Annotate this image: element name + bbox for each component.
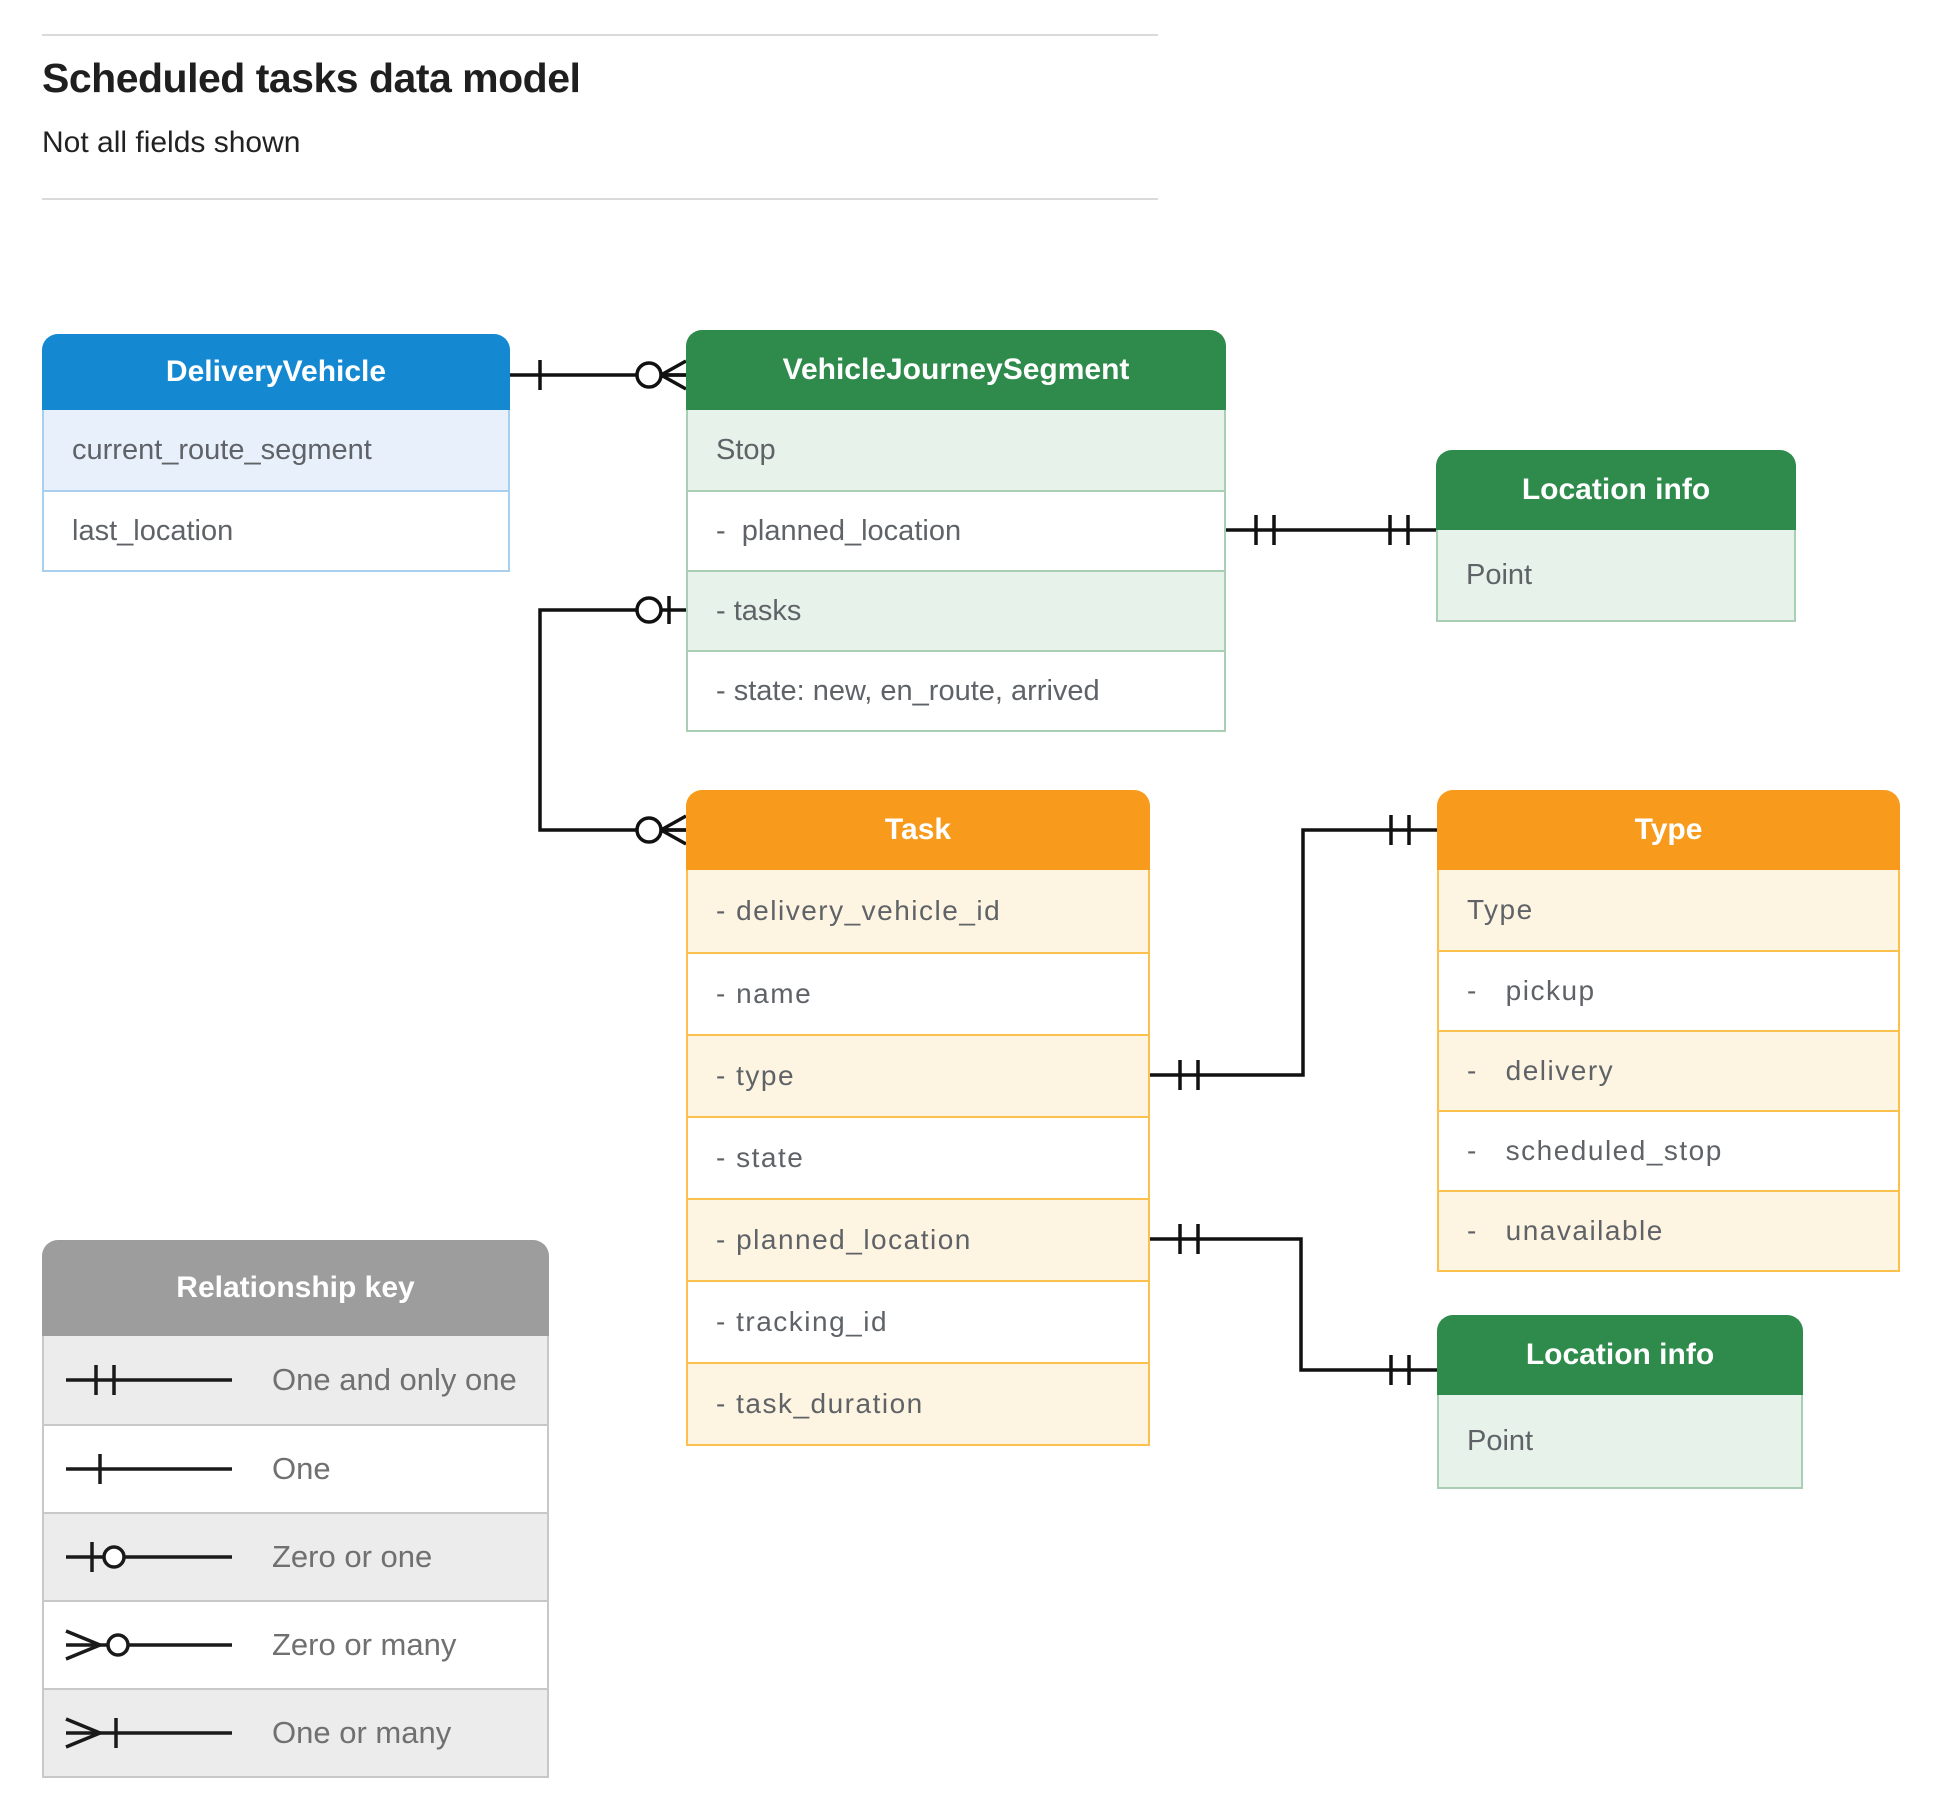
- field-label: - state: [716, 1142, 805, 1173]
- entity-card-location-info-top: Location info Point: [1436, 450, 1796, 622]
- one-icon: [66, 1454, 232, 1484]
- field-row: - planned_location: [688, 490, 1224, 570]
- entity-header-location-info-bottom: Location info: [1437, 1315, 1803, 1395]
- legend-body: One and only one One Zero or one Zero or…: [42, 1336, 549, 1778]
- field-label: - planned_location: [716, 514, 962, 547]
- field-label: - unavailable: [1467, 1215, 1664, 1246]
- connector-segment-locationinfo: [1226, 515, 1436, 545]
- relationship-key-card: Relationship key One and only one One Ze…: [42, 1240, 549, 1778]
- top-divider: [42, 34, 1158, 36]
- entity-card-type: Type Type - pickup - delivery - schedule…: [1437, 790, 1900, 1272]
- entity-header-task: Task: [686, 790, 1150, 870]
- legend-item: One and only one: [44, 1336, 547, 1424]
- legend-label: One: [272, 1451, 331, 1486]
- entity-header-type: Type: [1437, 790, 1900, 870]
- field-label: - type: [716, 1060, 796, 1091]
- legend-item: Zero or one: [44, 1512, 547, 1600]
- entity-card-delivery-vehicle: DeliveryVehicle current_route_segment la…: [42, 334, 510, 572]
- entity-body: Point: [1436, 530, 1796, 622]
- field-label: - tasks: [716, 594, 802, 627]
- field-row: - type: [688, 1034, 1148, 1116]
- entity-body: Type - pickup - delivery - scheduled_sto…: [1437, 870, 1900, 1272]
- entity-title: DeliveryVehicle: [165, 355, 387, 388]
- one-and-only-one-icon: [66, 1365, 232, 1395]
- field-row: - task_duration: [688, 1362, 1148, 1444]
- field-row: - name: [688, 952, 1148, 1034]
- entity-card-location-info-bottom: Location info Point: [1437, 1315, 1803, 1489]
- legend-item: One or many: [44, 1688, 547, 1776]
- entity-title: Type: [1634, 813, 1703, 846]
- field-label: current_route_segment: [72, 433, 372, 466]
- entity-header-vehicle-journey-segment: VehicleJourneySegment: [686, 330, 1226, 410]
- legend-label: One or many: [272, 1715, 452, 1750]
- field-label: - state: new, en_route, arrived: [716, 674, 1100, 707]
- entity-card-vehicle-journey-segment: VehicleJourneySegment Stop - planned_loc…: [686, 330, 1226, 732]
- field-row: - delivery: [1439, 1030, 1898, 1110]
- legend-label: One and only one: [272, 1362, 517, 1397]
- field-row: - state: [688, 1116, 1148, 1198]
- entity-body: Stop - planned_location - tasks - state:…: [686, 410, 1226, 732]
- relationship-key-header: Relationship key: [42, 1240, 549, 1336]
- field-label: - delivery_vehicle_id: [716, 895, 1002, 926]
- relationship-key-title: Relationship key: [176, 1271, 415, 1304]
- field-label: - pickup: [1467, 975, 1596, 1006]
- page-subtitle: Not all fields shown: [42, 126, 301, 159]
- entity-title: Location info: [1525, 1338, 1715, 1371]
- connector-segment-task: [538, 596, 687, 846]
- zero-or-many-icon: [65, 1629, 232, 1661]
- field-row: Type: [1439, 870, 1898, 950]
- page-title: Scheduled tasks data model: [42, 55, 581, 101]
- header-divider: [42, 198, 1158, 200]
- field-label: Point: [1467, 1424, 1534, 1457]
- field-row: Stop: [688, 410, 1224, 490]
- one-or-many-icon: [65, 1717, 232, 1749]
- field-row: - unavailable: [1439, 1190, 1898, 1270]
- entity-card-task: Task - delivery_vehicle_id - name - type…: [686, 790, 1150, 1446]
- field-label: Point: [1466, 558, 1533, 591]
- field-row: - pickup: [1439, 950, 1898, 1030]
- entity-title: Location info: [1521, 473, 1711, 506]
- field-label: - delivery: [1467, 1055, 1615, 1086]
- field-label: - tracking_id: [716, 1306, 889, 1337]
- entity-body: Point: [1437, 1395, 1803, 1489]
- legend-item: Zero or many: [44, 1600, 547, 1688]
- legend-label: Zero or many: [272, 1627, 457, 1662]
- field-label: - planned_location: [716, 1224, 972, 1255]
- entity-body: current_route_segment last_location: [42, 410, 510, 572]
- field-label: - scheduled_stop: [1467, 1135, 1723, 1166]
- field-row: - tasks: [688, 570, 1224, 650]
- connector-deliveryvehicle-vehiclejourneysegment: [510, 359, 687, 391]
- legend-item: One: [44, 1424, 547, 1512]
- field-row: - planned_location: [688, 1198, 1148, 1280]
- entity-title: Task: [884, 813, 952, 846]
- field-row: last_location: [44, 490, 508, 570]
- field-row: - state: new, en_route, arrived: [688, 650, 1224, 730]
- connector-task-type: [1150, 815, 1437, 1090]
- field-label: last_location: [72, 514, 234, 547]
- legend-label: Zero or one: [272, 1539, 433, 1574]
- field-label: - name: [716, 978, 813, 1009]
- connector-task-locationinfo: [1150, 1224, 1437, 1385]
- field-row: - scheduled_stop: [1439, 1110, 1898, 1190]
- field-label: - task_duration: [716, 1388, 924, 1419]
- entity-body: - delivery_vehicle_id - name - type - st…: [686, 870, 1150, 1446]
- field-row: - tracking_id: [688, 1280, 1148, 1362]
- field-row: - delivery_vehicle_id: [688, 870, 1148, 952]
- entity-header-delivery-vehicle: DeliveryVehicle: [42, 334, 510, 410]
- zero-or-one-icon: [66, 1542, 232, 1572]
- field-row: Point: [1438, 530, 1794, 620]
- field-row: current_route_segment: [44, 410, 508, 490]
- field-label: Type: [1467, 894, 1534, 925]
- entity-header-location-info-top: Location info: [1436, 450, 1796, 530]
- field-row: Point: [1439, 1395, 1801, 1487]
- entity-title: VehicleJourneySegment: [782, 353, 1130, 386]
- field-label: Stop: [716, 433, 776, 466]
